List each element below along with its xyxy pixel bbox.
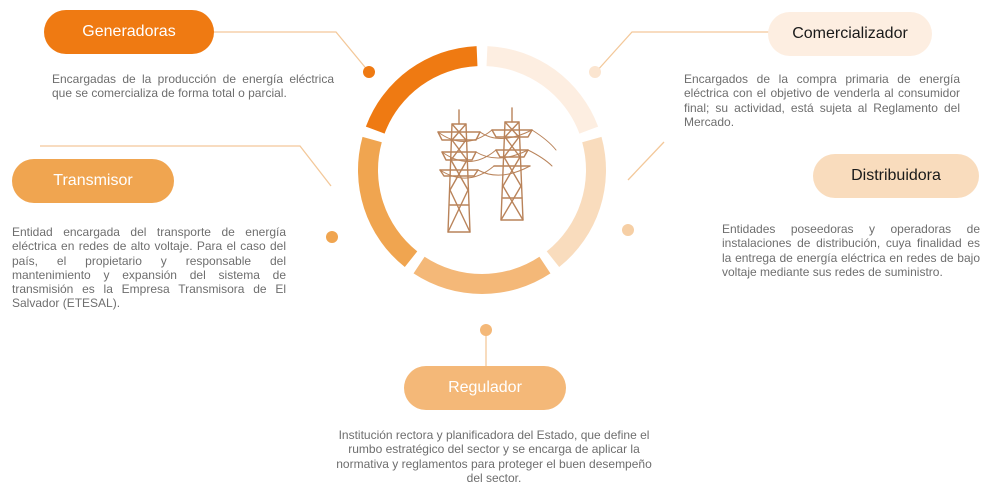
connector-transmisor	[40, 145, 332, 187]
distribuidora-description: Entidades poseedoras y operadoras de ins…	[722, 222, 980, 279]
ring-segment-comercializador	[486, 46, 599, 134]
dot-regulador	[480, 324, 492, 336]
transmisor-label: Transmisor	[12, 159, 174, 203]
ring-segment-regulador	[413, 256, 551, 294]
connector-distribuidora	[627, 141, 665, 181]
connector-lines	[40, 31, 772, 366]
dot-comercializador	[589, 66, 601, 78]
connector-dots	[326, 66, 634, 336]
comercializador-label: Comercializador	[768, 12, 932, 56]
dot-generadoras	[363, 66, 375, 78]
ring-chart	[357, 46, 606, 294]
generadoras-description: Encargadas de la producción de energía e…	[52, 72, 334, 101]
connector-generadoras	[210, 31, 370, 73]
dot-transmisor	[326, 231, 338, 243]
regulador-description: Institución rectora y planificadora del …	[336, 428, 652, 485]
transmisor-description: Entidad encargada del transporte de ener…	[12, 225, 286, 311]
comercializador-description: Encargados de la compra primaria de ener…	[684, 72, 960, 129]
power-transmission-towers-icon	[437, 107, 557, 233]
regulador-label: Regulador	[404, 366, 566, 410]
distribuidora-label: Distribuidora	[813, 154, 979, 198]
ring-segment-distribuidora	[546, 136, 606, 268]
generadoras-label: Generadoras	[44, 10, 214, 54]
connector-comercializador	[595, 31, 772, 73]
dot-distribuidora	[622, 224, 634, 236]
ring-segment-transmisor	[357, 136, 418, 268]
ring-segment-generadoras	[365, 46, 478, 134]
